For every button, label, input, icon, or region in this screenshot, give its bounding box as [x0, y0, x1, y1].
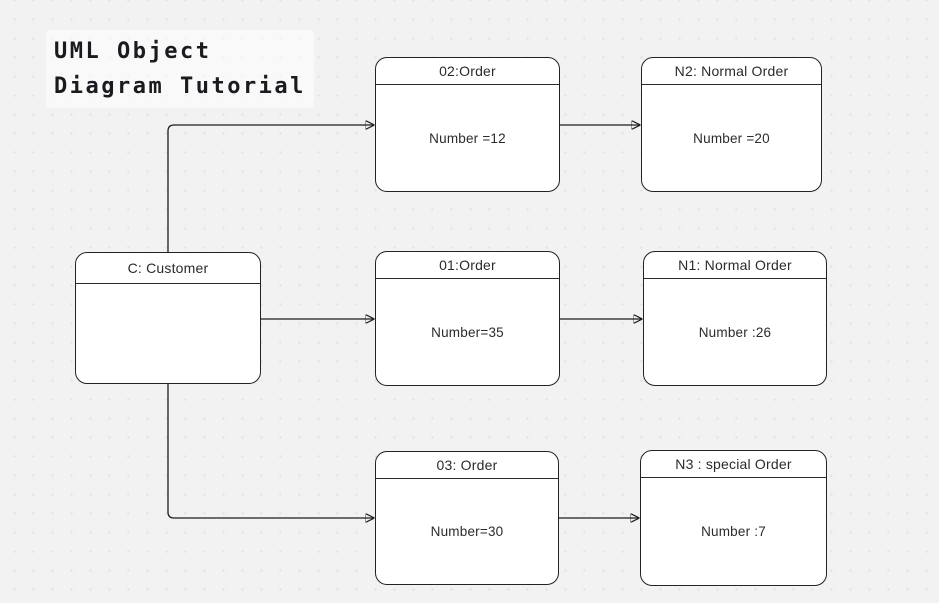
- object-node-special-order-n3-attribute: Number :7: [701, 524, 766, 539]
- connector-customer-to-o2[interactable]: [167, 125, 374, 252]
- object-node-order-02-title: 02:Order: [376, 58, 559, 85]
- object-node-normal-order-n1[interactable]: N1: Normal Order Number :26: [643, 251, 827, 386]
- object-node-order-01-title: 01:Order: [376, 252, 559, 279]
- object-node-special-order-n3-title: N3 : special Order: [641, 451, 826, 478]
- object-node-order-02-attribute: Number =12: [429, 130, 506, 146]
- diagram-title-line1: UML Object: [54, 39, 212, 64]
- object-node-order-03-attribute: Number=30: [430, 524, 504, 539]
- object-node-normal-order-n1-attribute: Number :26: [698, 324, 772, 340]
- connector-customer-to-o3[interactable]: [167, 384, 374, 518]
- object-node-customer[interactable]: C: Customer: [75, 252, 261, 384]
- object-node-customer-body: [76, 284, 260, 383]
- object-node-order-03-title: 03: Order: [376, 452, 558, 479]
- object-node-special-order-n3[interactable]: N3 : special Order Number :7: [640, 450, 827, 586]
- object-node-customer-title: C: Customer: [76, 253, 260, 284]
- object-node-order-01-attribute: Number=35: [431, 324, 504, 340]
- object-node-normal-order-n1-title: N1: Normal Order: [644, 252, 826, 279]
- object-node-order-03[interactable]: 03: Order Number=30: [375, 451, 559, 585]
- object-node-normal-order-n2-title: N2: Normal Order: [642, 58, 821, 85]
- object-node-order-02[interactable]: 02:Order Number =12: [375, 57, 560, 192]
- object-node-normal-order-n2[interactable]: N2: Normal Order Number =20: [641, 57, 822, 192]
- object-node-normal-order-n2-attribute: Number =20: [693, 130, 770, 146]
- diagram-title-line2: Diagram Tutorial: [54, 74, 306, 99]
- diagram-title[interactable]: UML Object Diagram Tutorial: [46, 30, 314, 108]
- object-node-order-01[interactable]: 01:Order Number=35: [375, 251, 560, 386]
